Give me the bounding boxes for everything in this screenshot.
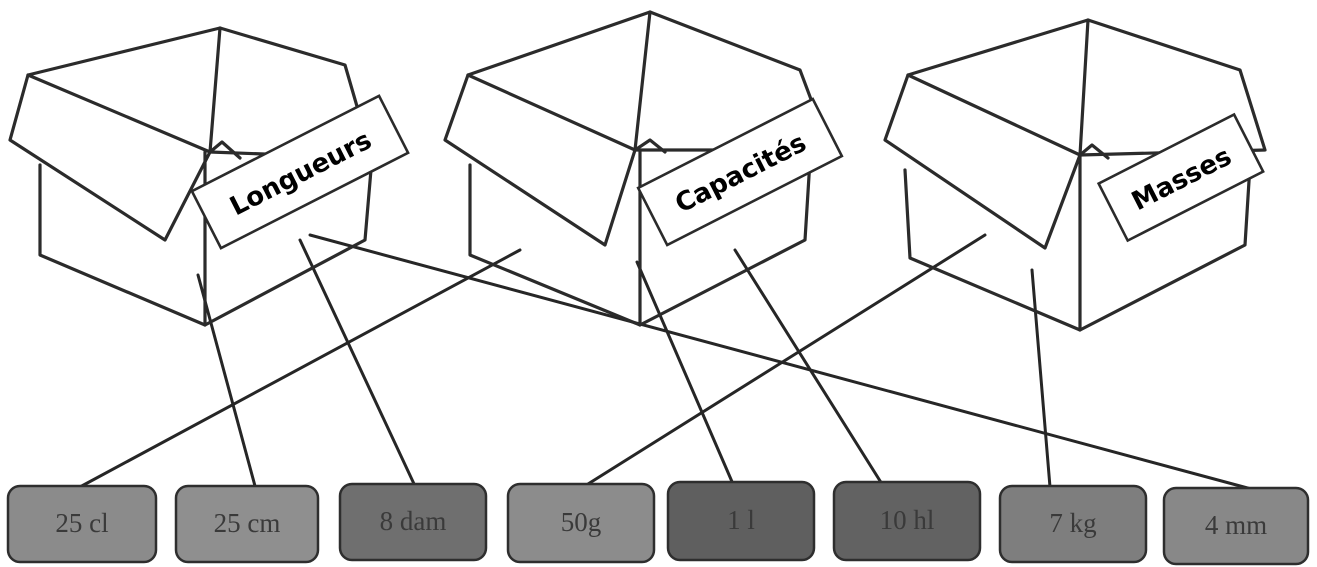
connection-line[interactable]: [300, 240, 415, 486]
unit-card-text: 1 l: [727, 505, 755, 535]
box-longueurs: Longueurs: [10, 28, 408, 325]
unit-card-text: 50g: [561, 507, 602, 537]
box-masses: Masses: [885, 20, 1265, 330]
unit-card-text: 25 cm: [214, 508, 281, 538]
connection-line[interactable]: [588, 235, 985, 484]
unit-card[interactable]: 8 dam: [340, 484, 486, 560]
box-label-longueurs: Longueurs: [192, 96, 408, 248]
unit-card[interactable]: 25 cm: [176, 486, 318, 562]
unit-card-text: 10 hl: [880, 505, 935, 535]
unit-card[interactable]: 10 hl: [834, 482, 980, 560]
unit-card[interactable]: 1 l: [668, 482, 814, 560]
box-label-masses: Masses: [1099, 115, 1263, 241]
unit-card-text: 25 cl: [55, 508, 108, 538]
unit-cards: 25 cl 25 cm 8 dam 50g 1 l 10 hl 7 kg 4: [8, 482, 1308, 564]
unit-card-text: 4 mm: [1205, 510, 1267, 540]
connection-line[interactable]: [735, 250, 882, 484]
connection-line[interactable]: [78, 250, 520, 488]
connection-line[interactable]: [1032, 270, 1050, 487]
connection-line[interactable]: [637, 262, 733, 484]
unit-card[interactable]: 50g: [508, 484, 654, 562]
unit-card[interactable]: 25 cl: [8, 486, 156, 562]
unit-card-text: 7 kg: [1049, 508, 1096, 538]
box-label-capacites: Capacités: [638, 99, 842, 245]
unit-card-text: 8 dam: [380, 506, 447, 536]
connection-line[interactable]: [310, 235, 1255, 490]
unit-card[interactable]: 4 mm: [1164, 488, 1308, 564]
unit-card[interactable]: 7 kg: [1000, 486, 1146, 562]
